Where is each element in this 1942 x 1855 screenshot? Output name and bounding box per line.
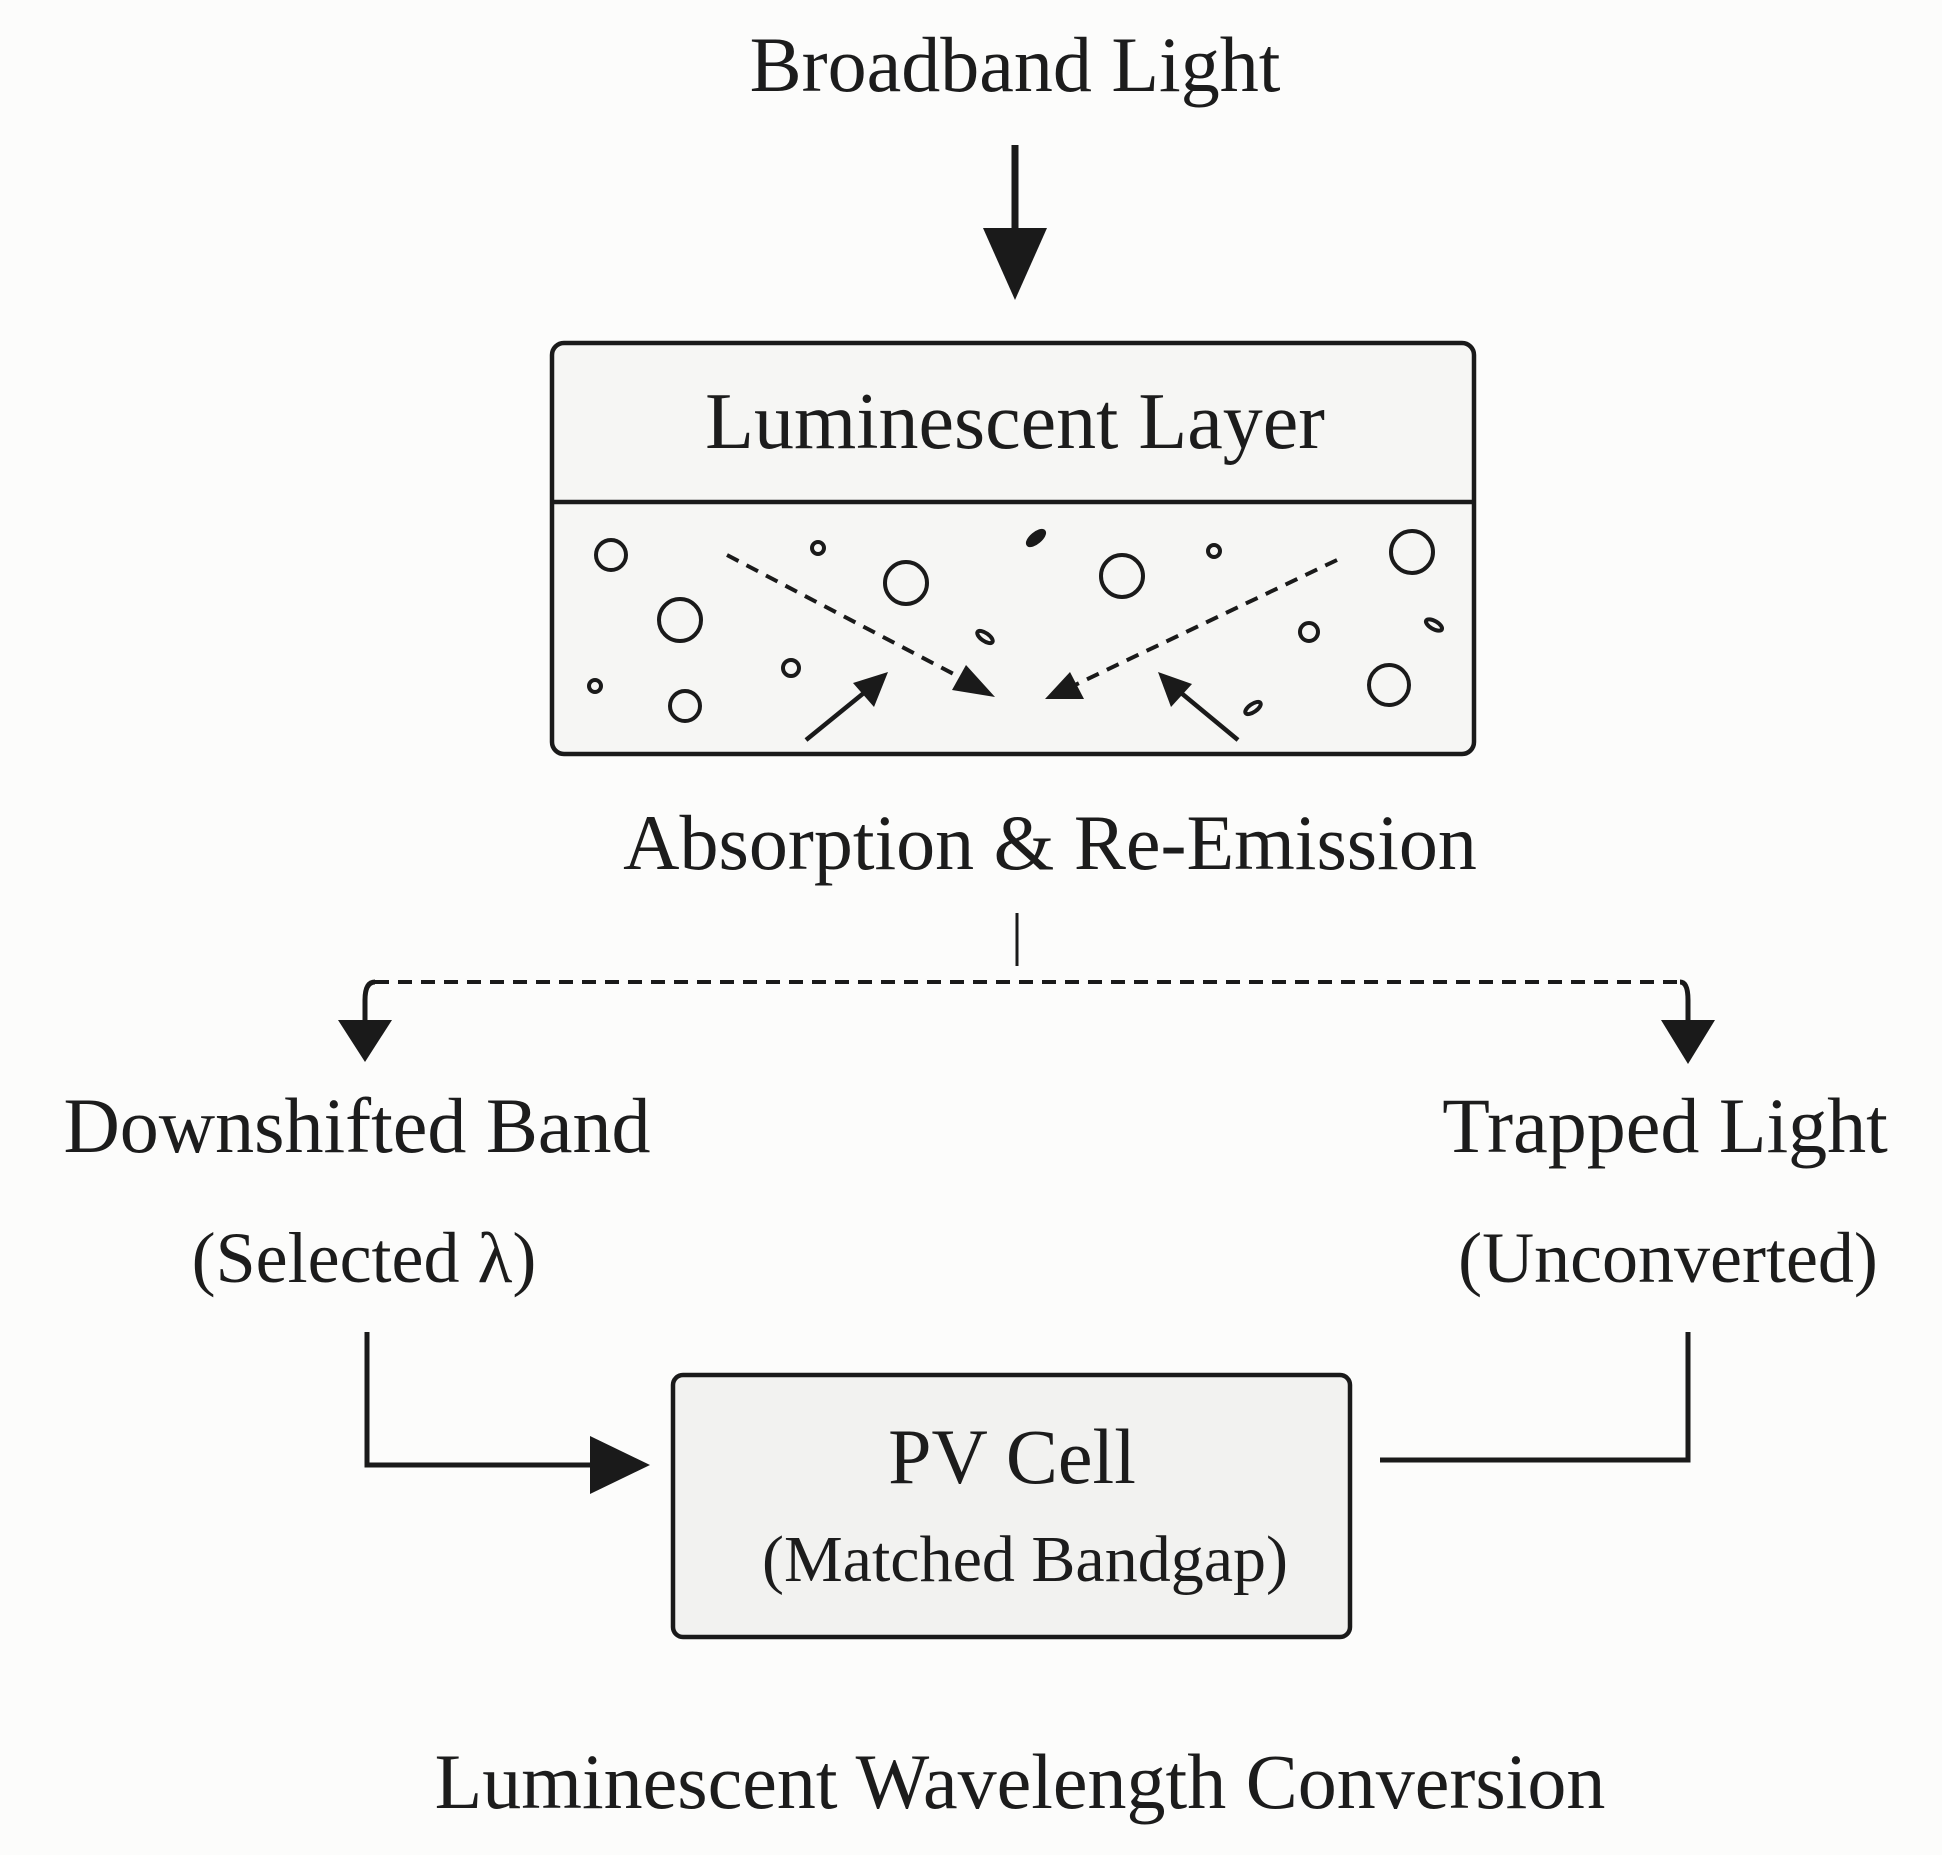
particle-field	[587, 528, 1445, 723]
branch-left-title: Downshifted Band	[63, 1082, 651, 1169]
pv-cell-title: PV Cell	[888, 1413, 1136, 1500]
particle-circle-icon	[810, 540, 826, 556]
branch-left-subtitle: (Selected λ)	[191, 1218, 537, 1298]
particle-circle-icon	[594, 538, 628, 572]
source-label: Broadband Light	[749, 21, 1281, 108]
diagram-caption: Luminescent Wavelength Conversion	[434, 1738, 1606, 1825]
particle-dash-icon	[1243, 699, 1263, 717]
particle-circle-icon	[657, 597, 703, 643]
particle-circle-icon	[1206, 543, 1222, 559]
particle-circle-icon	[883, 560, 929, 606]
pv-cell-subtitle: (Matched Bandgap)	[762, 1523, 1288, 1596]
process-label: Absorption & Re-Emission	[623, 799, 1477, 886]
branch-right-title: Trapped Light	[1442, 1082, 1888, 1169]
trapped-connector	[1380, 1332, 1691, 1463]
layer-title: Luminescent Layer	[705, 378, 1325, 466]
particle-dash-icon	[1025, 528, 1047, 548]
particle-circle-icon	[1367, 663, 1411, 707]
particle-circle-icon	[1389, 529, 1435, 575]
particle-circle-icon	[668, 689, 702, 723]
particle-dash-icon	[975, 628, 995, 646]
branch-connector	[338, 913, 1715, 1064]
particle-circle-icon	[781, 658, 801, 678]
branch-right-subtitle: (Unconverted)	[1458, 1218, 1878, 1298]
particle-circle-icon	[1099, 553, 1145, 599]
luminescent-layer-box	[549, 340, 1477, 757]
downshift-to-pv-arrow	[364, 1332, 650, 1494]
pv-cell-box	[670, 1372, 1353, 1640]
emission-arrows	[726, 553, 1338, 742]
input-arrow	[983, 145, 1047, 300]
particle-dash-icon	[1423, 617, 1445, 633]
particle-circle-icon	[587, 678, 603, 694]
particle-circle-icon	[1298, 621, 1320, 643]
